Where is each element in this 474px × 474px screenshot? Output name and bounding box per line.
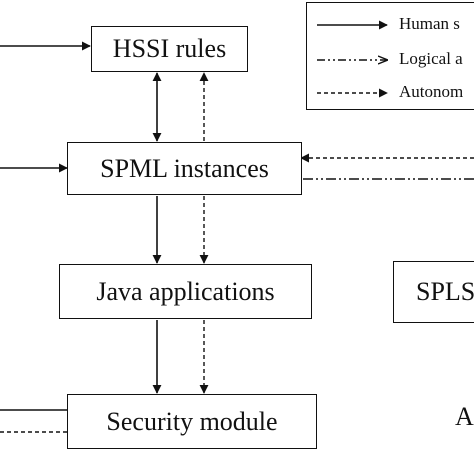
- legend-label-human: Human s: [399, 14, 460, 33]
- spls-label: SPLS: [416, 277, 474, 306]
- spml-instances-box: SPML instances: [67, 142, 302, 195]
- legend-label-autonomous: Autonom: [399, 82, 464, 101]
- java-applications-box: Java applications: [59, 264, 312, 319]
- spls-box: SPLS: [393, 261, 474, 323]
- security-module-box: Security module: [67, 394, 317, 449]
- bottom-right-partial-label: A: [455, 402, 474, 431]
- legend-symbols: [317, 20, 407, 98]
- spml-instances-label: SPML instances: [100, 153, 269, 183]
- hssi-rules-label: HSSI rules: [112, 34, 227, 63]
- hssi-rules-box: HSSI rules: [91, 26, 248, 72]
- legend-label-logical: Logical a: [399, 49, 463, 68]
- java-applications-label: Java applications: [96, 276, 275, 306]
- security-module-label: Security module: [106, 406, 278, 436]
- legend: Human s Logical a Autonom: [306, 2, 474, 110]
